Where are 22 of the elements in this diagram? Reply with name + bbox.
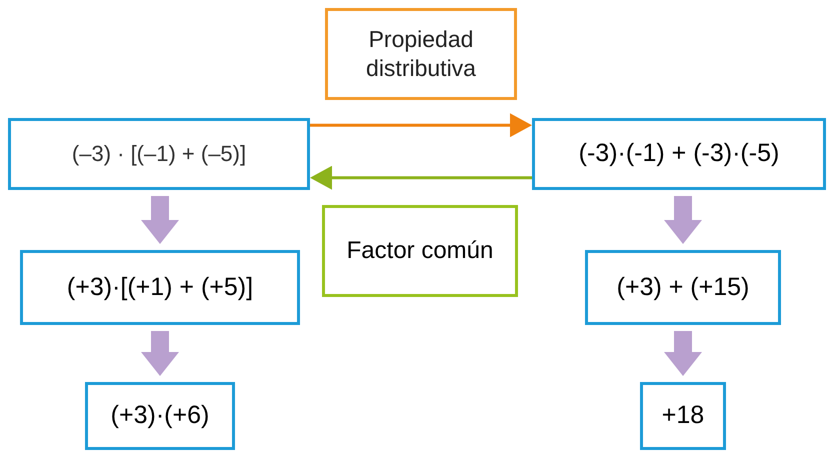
text-box: [640, 382, 726, 450]
arrow: [310, 166, 532, 190]
arrow: [141, 331, 179, 376]
expression-text: Factor común: [346, 236, 494, 266]
text-box: [20, 250, 300, 325]
arrow: [664, 331, 702, 376]
expression-text: +18: [662, 400, 704, 432]
arrow: [310, 113, 532, 138]
text-box: [532, 118, 826, 190]
text-box: [8, 118, 310, 190]
text-box: [585, 250, 781, 325]
expression-text: (+3) + (+15): [616, 272, 750, 303]
expression-text: (–3) · [(–1) + (–5)]: [72, 140, 246, 168]
text-box: [322, 205, 518, 297]
text-box: [325, 8, 517, 100]
expression-text: (+3)·(+6): [110, 400, 210, 432]
expression-text: (-3)·(-1) + (-3)·(-5): [578, 138, 780, 170]
text-box: [85, 382, 235, 450]
expression-text: (+3)·[(+1) + (+5)]: [66, 272, 254, 303]
arrow: [664, 196, 702, 244]
expression-text: Propiedad distributiva: [365, 25, 477, 83]
arrow: [141, 196, 179, 244]
